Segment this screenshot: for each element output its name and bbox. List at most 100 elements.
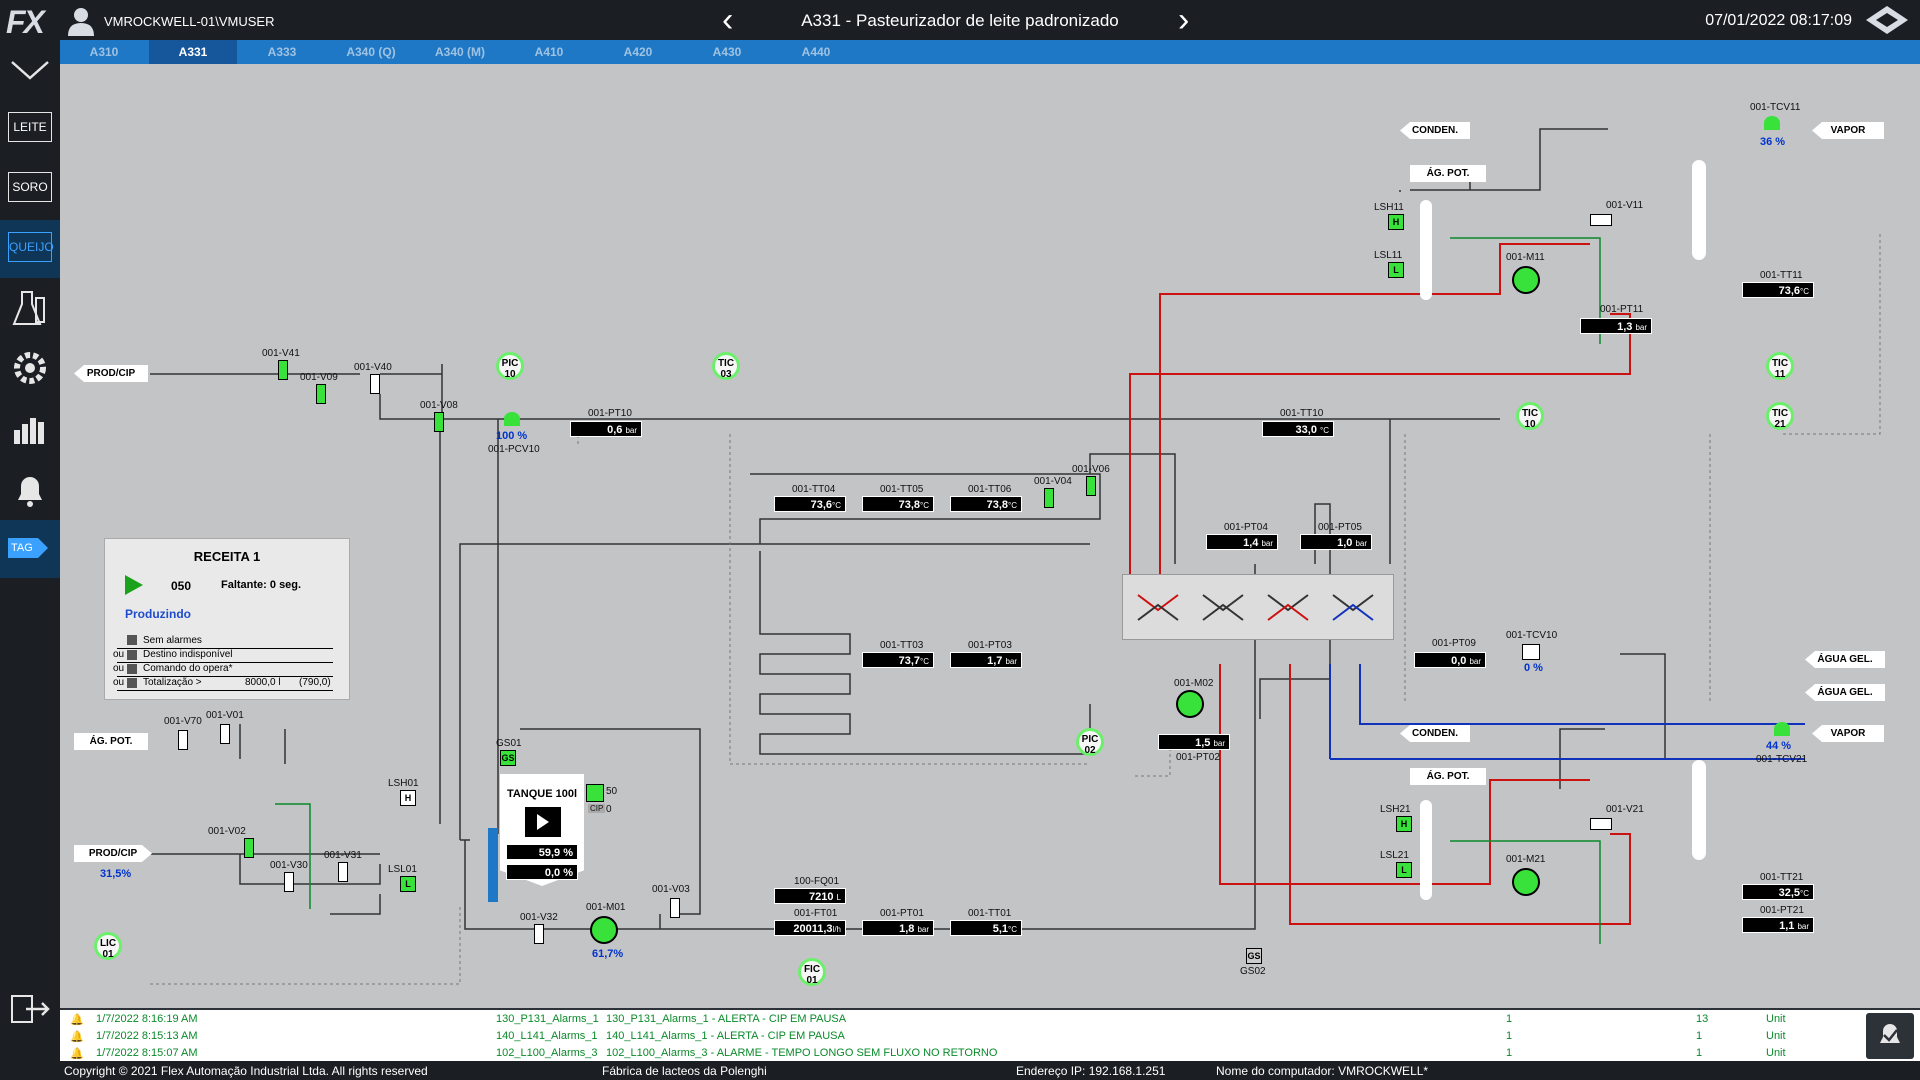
gs02-indicator[interactable]: GS — [1246, 948, 1262, 964]
agua-gel-1-connector[interactable]: ÁGUA GEL. — [1805, 651, 1885, 668]
v03-valve[interactable] — [670, 898, 680, 918]
pt04-value[interactable]: 1,4 bar — [1206, 534, 1278, 550]
tcv11-valve[interactable] — [1764, 116, 1780, 130]
prod-cip-left-connector[interactable]: PROD/CIP — [74, 845, 152, 862]
tt01-value[interactable]: 5,1°C — [950, 920, 1022, 936]
conden-bottom-connector[interactable]: CONDEN. — [1400, 725, 1470, 742]
tank-play-button[interactable] — [524, 806, 562, 838]
v31-valve[interactable] — [338, 862, 348, 882]
sidebar-item-lab[interactable] — [0, 280, 60, 338]
sidebar-item-alarms[interactable] — [0, 460, 60, 518]
v21-valve[interactable] — [1590, 818, 1612, 830]
tab-a310[interactable]: A310 — [89, 45, 119, 59]
pt21-value[interactable]: 1,1 bar — [1742, 917, 1814, 933]
tab-a420[interactable]: A420 — [623, 45, 653, 59]
sidebar-item-leite[interactable]: LEITE — [0, 100, 60, 158]
lsl11-indicator[interactable]: L — [1388, 262, 1404, 278]
v01-valve[interactable] — [220, 724, 230, 744]
lsl21-indicator[interactable]: L — [1396, 862, 1412, 878]
m21-pump[interactable] — [1512, 868, 1540, 896]
v06-valve[interactable] — [1086, 476, 1096, 496]
previous-page-button[interactable]: ‹ — [722, 1, 734, 39]
vapor-bottom-connector[interactable]: VAPOR — [1812, 725, 1884, 742]
lsh01-indicator[interactable]: H — [400, 790, 416, 806]
v09-valve[interactable] — [316, 384, 326, 404]
m02-pump[interactable] — [1176, 690, 1204, 718]
alarm-row[interactable]: 🔔 1/7/2022 8:16:19 AM 130_P131_Alarms_1 … — [70, 1013, 1786, 1026]
pcv10-valve[interactable] — [504, 412, 520, 426]
tt21-value[interactable]: 32,5°C — [1742, 884, 1814, 900]
tab-a340-m[interactable]: A340 (M) — [434, 45, 485, 59]
conden-top-connector[interactable]: CONDEN. — [1400, 122, 1470, 139]
tank-100[interactable]: TANQUE 100l 59,9 % 0,0 % — [500, 774, 584, 898]
tt03-value[interactable]: 73,7°C — [862, 652, 934, 668]
logout-button[interactable] — [0, 980, 60, 1038]
agitator-status-icon[interactable] — [586, 784, 604, 802]
v41-valve[interactable] — [278, 360, 288, 380]
tt05-value[interactable]: 73,8°C — [862, 496, 934, 512]
v08-valve[interactable] — [434, 412, 444, 432]
ag-pot-left-connector[interactable]: ÁG. POT. — [74, 733, 148, 750]
tank-level-value[interactable]: 59,9 % — [506, 844, 578, 860]
v02-valve[interactable] — [244, 838, 254, 858]
m11-pump[interactable] — [1512, 266, 1540, 294]
v32-valve[interactable] — [534, 924, 544, 944]
lsl01-indicator[interactable]: L — [400, 876, 416, 892]
sidebar-item-queijo[interactable]: QUEIJO — [0, 220, 60, 278]
tcv21-valve[interactable] — [1774, 722, 1790, 736]
tab-a333[interactable]: A333 — [267, 45, 297, 59]
tt10-value[interactable]: 33,0 °C — [1262, 421, 1334, 437]
collapse-menu-button[interactable] — [0, 40, 60, 98]
v30-valve[interactable] — [284, 872, 294, 892]
acknowledge-alarms-button[interactable] — [1866, 1013, 1914, 1059]
pt05-value[interactable]: 1,0 bar — [1300, 534, 1372, 550]
lsh21-indicator[interactable]: H — [1396, 816, 1412, 832]
alarm-row[interactable]: 🔔 1/7/2022 8:15:07 AM 102_L100_Alarms_3 … — [70, 1047, 1786, 1060]
m01-pump[interactable] — [590, 916, 618, 944]
tt11-value[interactable]: 73,6°C — [1742, 282, 1814, 298]
sidebar-item-tags[interactable]: TAG — [0, 520, 60, 578]
pt01-value[interactable]: 1,8 bar — [862, 920, 934, 936]
pt09-value[interactable]: 0,0 bar — [1414, 652, 1486, 668]
tt06-value[interactable]: 73,8°C — [950, 496, 1022, 512]
tcv10-valve[interactable] — [1522, 644, 1540, 660]
tab-a430[interactable]: A430 — [712, 45, 742, 59]
prod-cip-top-connector[interactable]: PROD/CIP — [74, 365, 148, 382]
ag-pot-top-connector[interactable]: ÁG. POT. — [1410, 165, 1486, 182]
gs01-indicator[interactable]: GS — [500, 750, 516, 766]
next-page-button[interactable]: › — [1178, 1, 1190, 39]
fq01-value[interactable]: 7210 L — [774, 888, 846, 904]
pt02-value[interactable]: 1,5 bar — [1158, 734, 1230, 750]
vapor-top-connector[interactable]: VAPOR — [1812, 122, 1884, 139]
v40-valve[interactable] — [370, 374, 380, 394]
agua-gel-2-connector[interactable]: ÁGUA GEL. — [1805, 684, 1885, 701]
tt04-value[interactable]: 73,6°C — [774, 496, 846, 512]
v04-valve[interactable] — [1044, 488, 1054, 508]
ag-pot-bottom-connector[interactable]: ÁG. POT. — [1410, 768, 1486, 785]
sidebar-item-maintenance[interactable] — [0, 340, 60, 398]
tab-a340-q[interactable]: A340 (Q) — [346, 45, 396, 59]
pt11-value[interactable]: 1,3 bar — [1580, 318, 1652, 334]
recipe-panel[interactable]: RECEITA 1 050 Faltante: 0 seg. Produzind… — [104, 538, 350, 700]
ft01-value[interactable]: 20011,3l/h — [774, 920, 846, 936]
v11-valve[interactable] — [1590, 214, 1612, 226]
tank-value-2[interactable]: 0,0 % — [506, 864, 578, 880]
sidebar-item-reports[interactable] — [0, 400, 60, 458]
pt03-value[interactable]: 1,7 bar — [950, 652, 1022, 668]
tab-a410[interactable]: A410 — [534, 45, 564, 59]
tab-a440[interactable]: A440 — [801, 45, 831, 59]
v70-valve[interactable] — [178, 730, 188, 750]
tab-a331[interactable]: A331 — [149, 40, 237, 64]
pt10-value[interactable]: 0,6 bar — [570, 421, 642, 437]
alarm-row[interactable]: 🔔 1/7/2022 8:15:13 AM 140_L141_Alarms_1 … — [70, 1030, 1786, 1043]
sidebar-item-soro[interactable]: SORO — [0, 160, 60, 218]
lsh11-indicator[interactable]: H — [1388, 214, 1404, 230]
